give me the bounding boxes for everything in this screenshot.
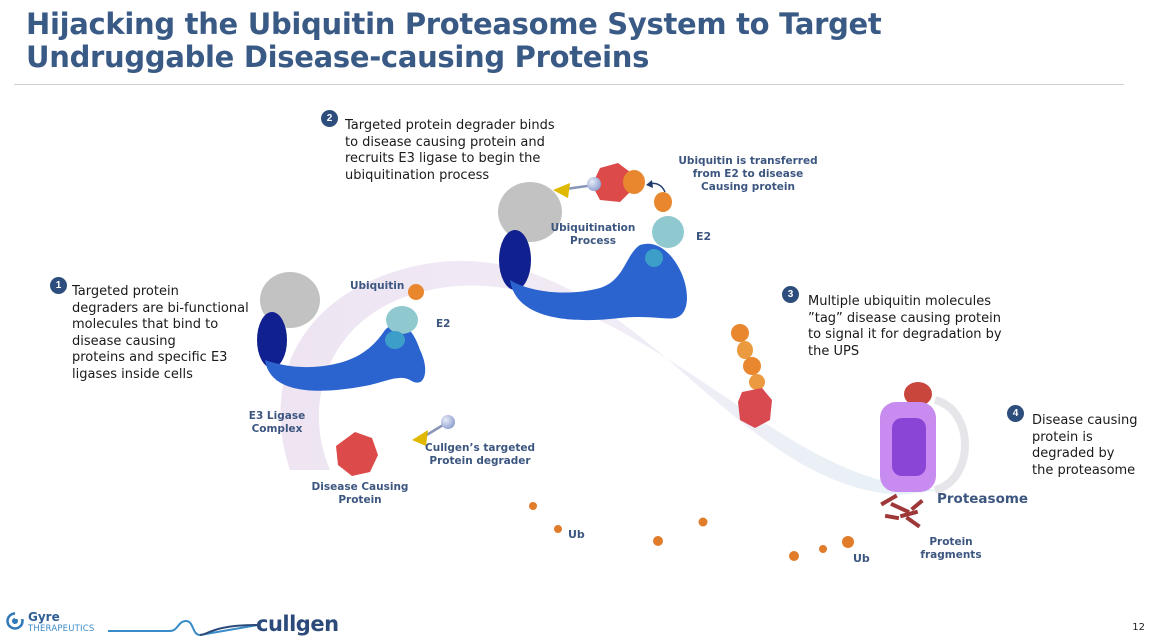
step-3-badge: 3: [782, 286, 799, 303]
step-4-text: Disease causing protein is degraded by t…: [1032, 413, 1138, 478]
ubiquitin-label: Ubiquitin: [350, 280, 405, 292]
ubiquitin-transfer-label: Ubiquitin is transferred from E2 to dise…: [678, 155, 818, 193]
footer-connector-line: [108, 619, 258, 637]
e3-ligase-complex-1: [257, 272, 426, 391]
protein-fragments-label: Protein fragments: [920, 536, 982, 561]
cullgen-logo: cullgen: [256, 612, 339, 636]
step-3-text: Multiple ubiquitin molecules ”tag” disea…: [808, 294, 1002, 359]
ubiquitination-process-label: Ubiquitination Process: [550, 222, 636, 247]
title-divider: [14, 84, 1124, 85]
step-1-badge: 1: [50, 277, 67, 294]
polyubiquitinated-protein: [731, 324, 772, 428]
proteasome-ring: [933, 396, 969, 494]
disease-protein-label: Disease Causing Protein: [311, 481, 409, 506]
e2-label-1: E2: [436, 318, 451, 330]
proteasome-structure: [880, 382, 936, 529]
degrader-molecule-1: [412, 415, 455, 446]
degrader-label: Cullgen’s targeted Protein degrader: [425, 442, 535, 467]
gyre-subtitle: THERAPEUTICS: [28, 624, 95, 634]
process-ribbon: [280, 260, 940, 495]
step-4-badge: 4: [1007, 405, 1024, 422]
title-line-1: Hijacking the Ubiquitin Proteasome Syste…: [26, 7, 882, 41]
slide-title: Hijacking the Ubiquitin Proteasome Syste…: [26, 7, 882, 74]
gyre-swirl-icon: [6, 612, 24, 630]
title-line-2: Undruggable Disease-causing Proteins: [26, 40, 650, 74]
ub-label-left: Ub: [568, 528, 585, 541]
free-ubiquitin-molecules: [529, 502, 854, 561]
disease-protein-1: [336, 432, 378, 476]
step-2-badge: 2: [321, 110, 338, 127]
gyre-name: Gyre: [28, 610, 60, 624]
e3-ligase-label: E3 Ligase Complex: [248, 410, 306, 435]
e2-label-2: E2: [696, 230, 712, 243]
step-1-text: Targeted protein degraders are bi-functi…: [72, 284, 249, 382]
proteasome-label: Proteasome: [937, 491, 1029, 507]
step-2-text: Targeted protein degrader binds to disea…: [345, 118, 555, 183]
e3-ligase-complex-2: [498, 163, 687, 321]
page-number: 12: [1132, 622, 1145, 633]
ub-label-right: Ub: [853, 552, 870, 565]
